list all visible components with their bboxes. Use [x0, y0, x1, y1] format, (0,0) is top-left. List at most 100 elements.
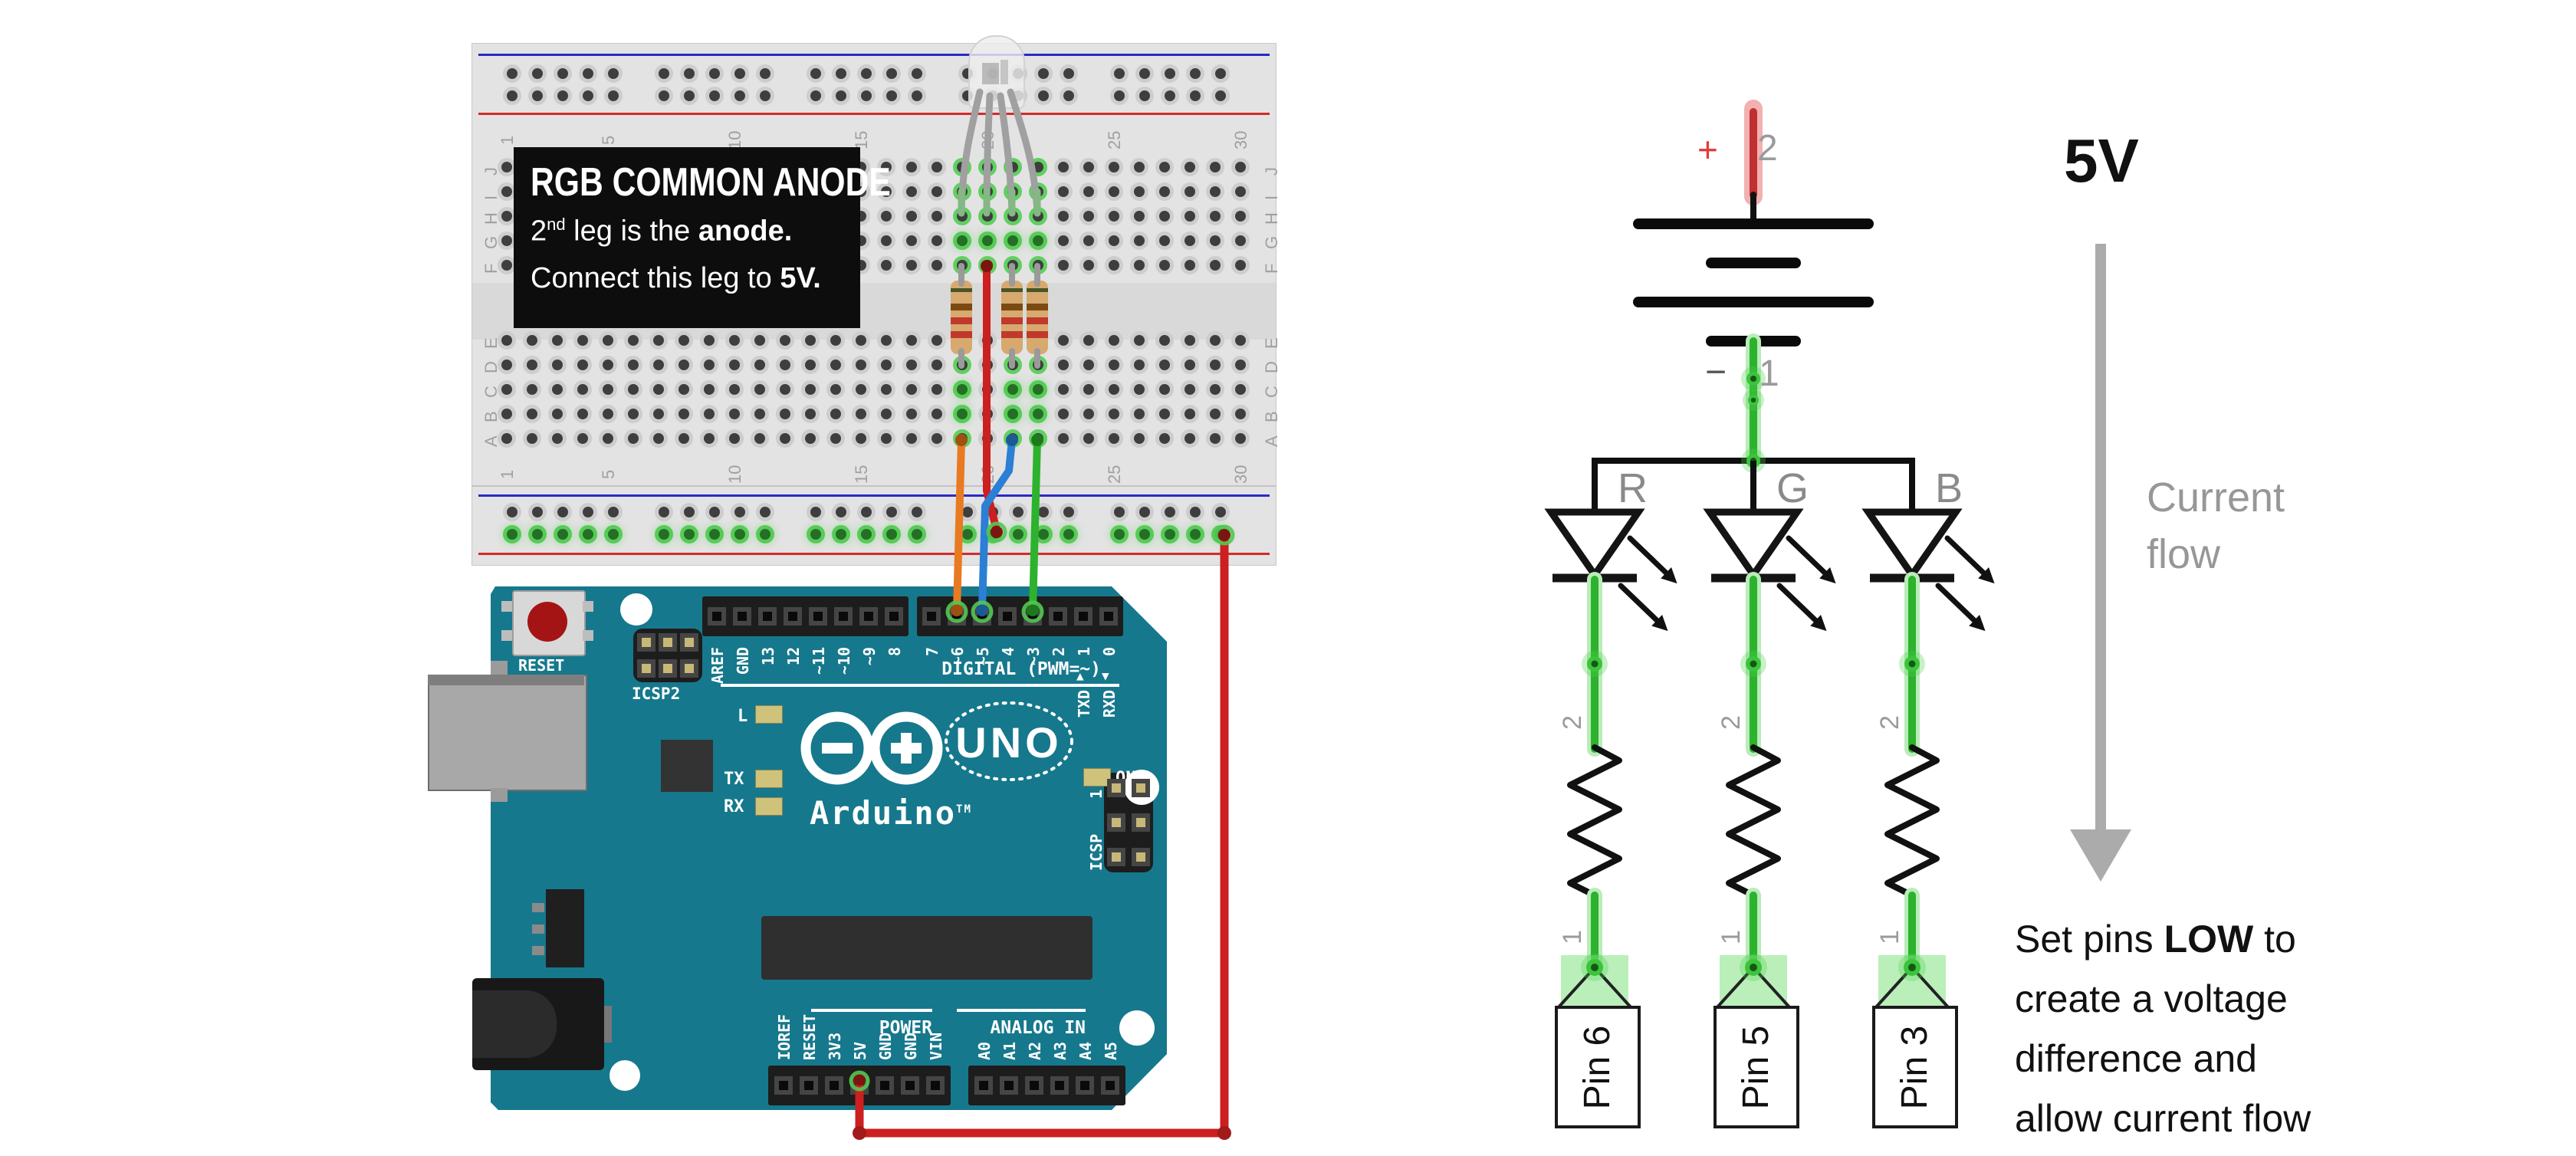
breadboard-hole[interactable]: [678, 433, 689, 444]
breadboard-hole[interactable]: [906, 211, 917, 222]
power-pin[interactable]: [800, 1076, 818, 1095]
breadboard-hole-plus-rail[interactable]: [507, 529, 518, 540]
breadboard-hole[interactable]: [1083, 235, 1094, 246]
icsp2-pin[interactable]: [680, 633, 698, 652]
breadboard-hole-plus-rail[interactable]: [709, 529, 720, 540]
breadboard-hole[interactable]: [653, 433, 664, 444]
digital-pin[interactable]: [1024, 607, 1042, 626]
digital-pin[interactable]: [708, 607, 726, 626]
breadboard-hole[interactable]: [906, 409, 917, 419]
breadboard-hole[interactable]: [1235, 211, 1246, 222]
breadboard-hole[interactable]: [754, 360, 765, 370]
breadboard-hole[interactable]: [552, 433, 563, 444]
breadboard-hole[interactable]: [684, 90, 695, 101]
breadboard-hole[interactable]: [527, 384, 537, 395]
breadboard-hole[interactable]: [603, 335, 613, 346]
breadboard-hole[interactable]: [1190, 90, 1201, 101]
breadboard-hole[interactable]: [1038, 90, 1049, 101]
digital-pin[interactable]: [784, 607, 802, 626]
breadboard-hole[interactable]: [527, 335, 537, 346]
breadboard-hole[interactable]: [1159, 409, 1170, 419]
breadboard-hole-plus-rail[interactable]: [810, 529, 821, 540]
breadboard-hole[interactable]: [987, 507, 998, 517]
breadboard-hole[interactable]: [805, 335, 816, 346]
breadboard-hole[interactable]: [552, 335, 563, 346]
icsp-pin[interactable]: [1107, 848, 1125, 866]
breadboard-hole[interactable]: [628, 409, 639, 419]
breadboard-hole[interactable]: [552, 360, 563, 370]
breadboard-hole[interactable]: [734, 68, 745, 79]
breadboard-hole[interactable]: [1134, 409, 1145, 419]
breadboard-hole-plus-rail[interactable]: [659, 529, 669, 540]
breadboard-hole[interactable]: [810, 507, 821, 517]
breadboard-hole[interactable]: [830, 360, 841, 370]
digital-pin[interactable]: [1049, 607, 1067, 626]
breadboard-hole[interactable]: [912, 68, 922, 79]
breadboard-hole[interactable]: [836, 68, 846, 79]
breadboard-hole[interactable]: [583, 90, 593, 101]
breadboard-hole[interactable]: [932, 335, 942, 346]
breadboard-hole[interactable]: [982, 211, 993, 222]
breadboard-hole[interactable]: [1210, 162, 1221, 172]
breadboard-hole[interactable]: [1058, 162, 1069, 172]
breadboard-hole[interactable]: [932, 186, 942, 197]
breadboard-hole[interactable]: [1058, 384, 1069, 395]
icsp2-pin[interactable]: [637, 633, 656, 652]
breadboard-hole[interactable]: [1159, 433, 1170, 444]
breadboard-hole[interactable]: [957, 433, 968, 444]
breadboard-hole[interactable]: [1134, 260, 1145, 271]
breadboard-hole[interactable]: [608, 68, 619, 79]
breadboard-hole[interactable]: [1235, 335, 1246, 346]
breadboard-hole[interactable]: [1033, 384, 1043, 395]
breadboard-hole[interactable]: [982, 162, 993, 172]
breadboard-hole[interactable]: [704, 335, 715, 346]
digital-pin[interactable]: [922, 607, 941, 626]
breadboard-hole[interactable]: [1083, 211, 1094, 222]
icsp2-pin[interactable]: [659, 659, 677, 678]
breadboard-hole[interactable]: [881, 260, 892, 271]
breadboard-hole[interactable]: [734, 90, 745, 101]
breadboard-hole[interactable]: [1058, 211, 1069, 222]
breadboard-hole[interactable]: [532, 68, 543, 79]
breadboard-hole[interactable]: [704, 433, 715, 444]
breadboard-hole[interactable]: [1083, 162, 1094, 172]
breadboard-hole[interactable]: [881, 360, 892, 370]
breadboard-hole[interactable]: [603, 433, 613, 444]
breadboard-hole[interactable]: [836, 507, 846, 517]
digital-pin[interactable]: [809, 607, 827, 626]
breadboard-hole[interactable]: [729, 384, 740, 395]
breadboard-hole[interactable]: [962, 507, 973, 517]
breadboard-hole[interactable]: [1235, 162, 1246, 172]
breadboard-hole-plus-rail[interactable]: [1038, 529, 1049, 540]
analog-pin[interactable]: [1025, 1076, 1043, 1095]
breadboard-hole[interactable]: [1134, 162, 1145, 172]
breadboard-hole[interactable]: [1038, 507, 1049, 517]
breadboard-hole[interactable]: [628, 384, 639, 395]
breadboard-hole[interactable]: [628, 335, 639, 346]
breadboard-hole[interactable]: [1134, 211, 1145, 222]
breadboard-hole[interactable]: [501, 211, 512, 222]
analog-pin[interactable]: [1076, 1076, 1094, 1095]
breadboard-hole[interactable]: [1083, 409, 1094, 419]
breadboard-hole[interactable]: [906, 384, 917, 395]
breadboard-hole[interactable]: [886, 507, 897, 517]
breadboard-hole[interactable]: [552, 409, 563, 419]
breadboard-hole[interactable]: [982, 360, 993, 370]
breadboard-hole[interactable]: [881, 235, 892, 246]
breadboard-hole-plus-rail[interactable]: [1063, 529, 1074, 540]
breadboard-hole[interactable]: [1109, 384, 1119, 395]
digital-pin[interactable]: [948, 607, 966, 626]
breadboard-hole[interactable]: [1210, 384, 1221, 395]
breadboard-hole[interactable]: [1165, 68, 1175, 79]
breadboard-hole[interactable]: [583, 507, 593, 517]
breadboard-hole[interactable]: [932, 211, 942, 222]
breadboard-hole[interactable]: [1235, 360, 1246, 370]
breadboard-hole[interactable]: [678, 384, 689, 395]
breadboard-hole-plus-rail[interactable]: [734, 529, 745, 540]
breadboard-hole[interactable]: [856, 433, 866, 444]
breadboard-hole-plus-rail[interactable]: [987, 529, 998, 540]
breadboard-hole[interactable]: [1033, 433, 1043, 444]
breadboard-hole[interactable]: [1109, 360, 1119, 370]
breadboard-hole[interactable]: [1159, 235, 1170, 246]
analog-pin[interactable]: [1000, 1076, 1018, 1095]
